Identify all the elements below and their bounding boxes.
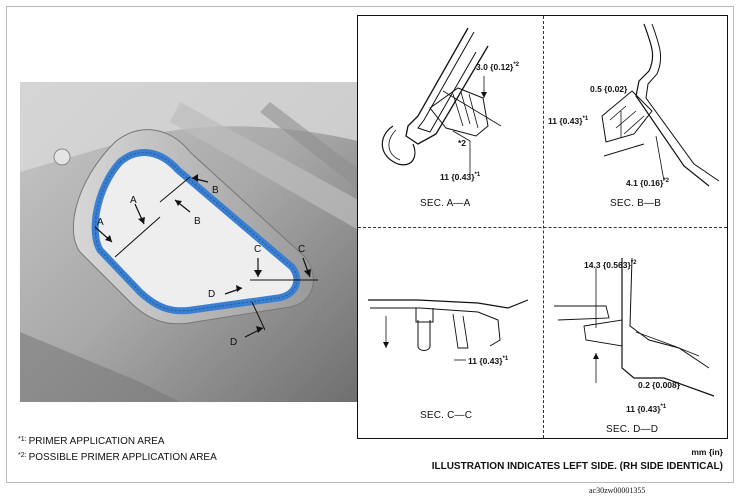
section-marker-c-right: C [298, 244, 306, 255]
section-marker-c-left: C [254, 244, 262, 255]
section-marker-d-bottom: D [230, 337, 238, 348]
figure-code: ac30zw00001355 [589, 486, 646, 495]
section-marker-b-top: B [212, 185, 219, 196]
section-c-c: 11 {0.43}*1 SEC. C—C [358, 228, 543, 439]
note-possible-primer-area: *2:POSSIBLE PRIMER APPLICATION AREA [18, 452, 217, 463]
dimension-d-1: 14.3 {0.563}*2 [584, 260, 637, 270]
section-title-b: SEC. B—B [610, 198, 662, 209]
section-b-b: 0.5 {0.02} 11 {0.43}*1 4.1 {0.16}*2 SEC.… [544, 16, 729, 227]
dimension-a-1: 3.0 {0.12}*2 [476, 62, 520, 72]
section-title-a: SEC. A—A [420, 198, 471, 209]
section-a-a: 3.0 {0.12}*2 *2 11 {0.43}*1 SEC. A—A [358, 16, 543, 227]
dimension-c-1: 11 {0.43}*1 [468, 356, 509, 366]
dimension-b-3: 4.1 {0.16}*2 [626, 178, 670, 188]
section-title-c: SEC. C—C [420, 410, 473, 421]
section-panel: 3.0 {0.12}*2 *2 11 {0.43}*1 SEC. A—A 0.5… [357, 15, 728, 439]
section-d-d: 14.3 {0.563}*2 0.2 {0.008} 11 {0.43}*1 S… [544, 228, 729, 439]
section-marker-a-left: A [97, 217, 104, 228]
section-marker-b-lower: B [194, 216, 201, 227]
figure-frame [6, 6, 734, 483]
dimension-b-1: 0.5 {0.02} [590, 84, 628, 94]
section-marker-a-arrow: A [130, 195, 137, 206]
vehicle-photo: A A B B C C D D [20, 82, 362, 402]
section-title-d: SEC. D—D [606, 424, 659, 435]
dimension-d-2: 0.2 {0.008} [638, 380, 681, 390]
dimension-d-3: 11 {0.43}*1 [626, 404, 667, 414]
units-label: mm {in} [691, 447, 723, 457]
dimension-a-3: 11 {0.43}*1 [440, 172, 481, 182]
dimension-a-2: *2 [458, 138, 467, 148]
illustration-note: ILLUSTRATION INDICATES LEFT SIDE. (RH SI… [431, 461, 723, 472]
section-marker-d-top: D [208, 289, 216, 300]
dimension-b-2: 11 {0.43}*1 [548, 116, 589, 126]
note-primer-area: *1:PRIMER APPLICATION AREA [18, 436, 165, 447]
panel-horizontal-divider [358, 227, 727, 228]
